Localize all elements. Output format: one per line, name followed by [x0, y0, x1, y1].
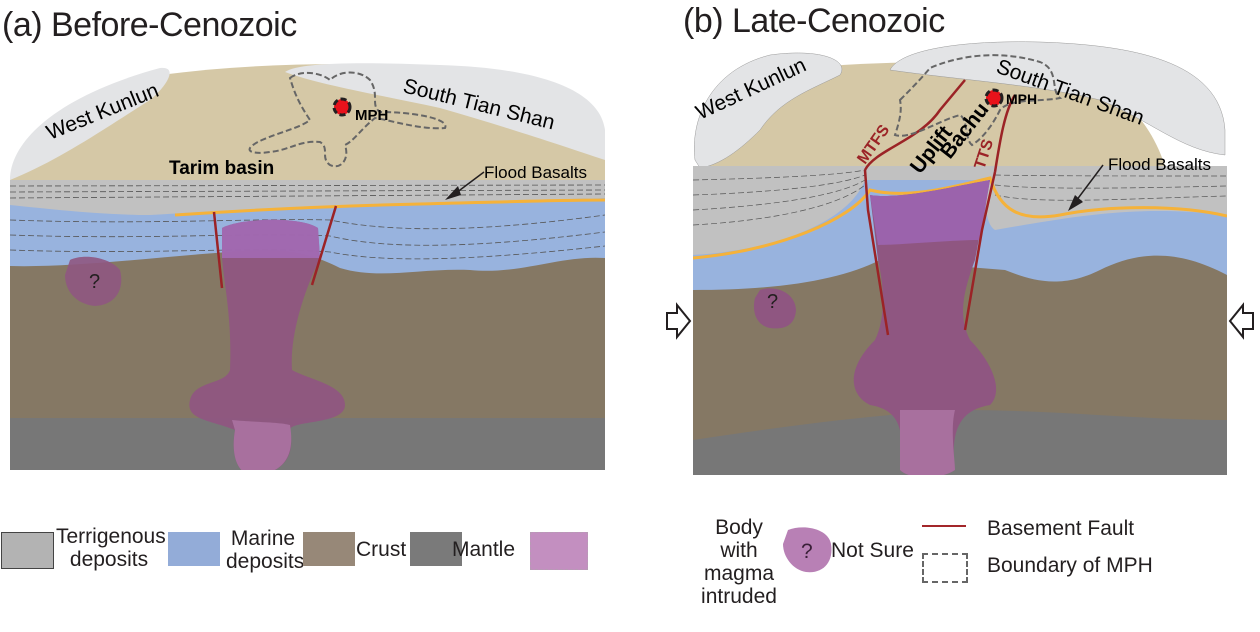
fault-left	[212, 211, 224, 289]
flood-basalt-line	[174, 198, 605, 217]
fault-right	[310, 205, 338, 286]
mph-marker-a	[332, 97, 352, 117]
panel-a-cross-section: ? MPH West Kunlun South Tian Shan Tarim …	[10, 63, 605, 470]
legend-swatch-mantle	[410, 532, 462, 566]
legend-label-not-sure: Not Sure	[831, 539, 914, 562]
legend-swatch-marine	[168, 532, 220, 566]
not-sure-body	[65, 256, 122, 306]
flood-basalt-line-b	[693, 176, 1227, 260]
flood-basalts-label-a: Flood Basalts	[484, 163, 587, 182]
mantle-layer-b	[693, 410, 1227, 475]
legend-swatch-mph	[922, 553, 968, 583]
tarim-basin-label: Tarim basin	[169, 158, 274, 179]
legend-label-mph: Boundary of MPH	[987, 554, 1153, 577]
terrigenous-layer-b	[693, 166, 1227, 255]
legend-label-mantle: Mantle	[452, 538, 516, 561]
south-tian-shan-range-b	[889, 41, 1226, 156]
mph-label-a: MPH	[355, 107, 388, 124]
legend-swatch-not-sure: ?	[783, 527, 832, 573]
fault-tts	[963, 171, 997, 331]
south-tian-shan-range	[285, 63, 605, 160]
magma-body-b	[853, 180, 997, 475]
legend-swatch-fault	[922, 525, 966, 527]
mph-boundary-a	[248, 71, 447, 168]
question-mark-a: ?	[89, 271, 100, 293]
compression-arrow-right	[1228, 302, 1254, 340]
magma-body	[189, 219, 345, 470]
fault-mtfs	[863, 169, 890, 336]
flood-basalts-label-b: Flood Basalts	[1108, 155, 1211, 174]
panel-b-title: (b) Late-Cenozoic	[683, 2, 945, 40]
mph-boundary-b	[893, 54, 1063, 147]
panel-b-cross-section: ? MPH West Kunlun South Tian Shan Bachu …	[666, 41, 1254, 475]
mph-marker-b	[984, 88, 1004, 108]
svg-text:?: ?	[801, 540, 813, 563]
legend-swatch-crust	[303, 532, 355, 566]
question-mark-b: ?	[767, 291, 778, 313]
legend-label-fault: Basement Fault	[987, 517, 1135, 540]
west-kunlun-range-b	[694, 52, 843, 169]
compression-arrow-left	[666, 302, 692, 340]
panel-a-title: (a) Before-Cenozoic	[2, 6, 297, 44]
west-kunlun-range	[10, 67, 170, 180]
mph-label-b: MPH	[1006, 91, 1037, 107]
legend-swatch-terrigenous	[1, 532, 54, 569]
not-sure-body-b	[753, 288, 796, 329]
legend-label-crust: Crust	[356, 538, 407, 561]
legend-swatch-magma	[530, 532, 588, 570]
mantle-layer	[10, 418, 605, 470]
